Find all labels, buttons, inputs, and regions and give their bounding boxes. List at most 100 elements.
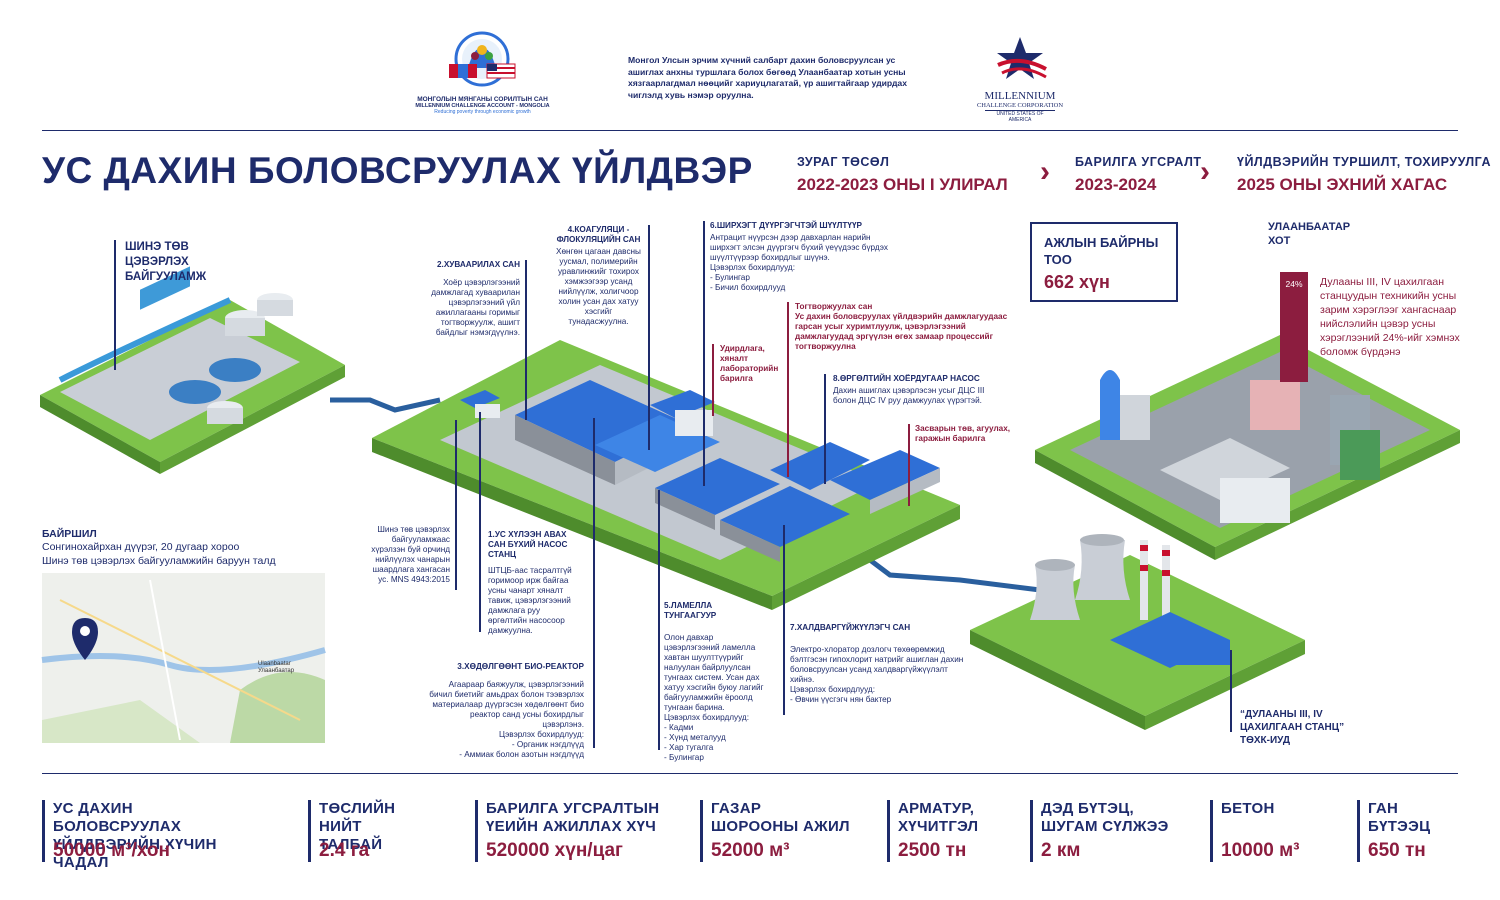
stat-earthwork: ГАЗАР ШОРООНЫ АЖИЛ 52000 м³ [700, 800, 850, 862]
step-1-title: 1.УС ХҮЛЭЭН АВАХ САН БҮХИЙ НАСОС СТАНЦ [488, 530, 568, 559]
location-line1: Сонгинохайрхан дүүрэг, 20 дугаар хороо [42, 541, 240, 553]
step-5-item: - Хар тугалга [664, 743, 714, 752]
step-5: 5.ЛАМЕЛЛА ТУНГААГУУР Олон давхар цэвэрлэ… [664, 601, 764, 763]
repair-center-leader [908, 424, 910, 506]
stat-concrete-label: БЕТОН [1221, 800, 1275, 817]
step-7-title: 7.ХАЛДВАРГҮЙЖҮҮЛЭГЧ САН [790, 623, 911, 632]
step-6-leader [703, 221, 705, 486]
step-6-title: 6.ШИРХЭГТ ДҮҮРГЭГЧТЭЙ ШҮҮЛТҮҮР [710, 221, 862, 230]
power-station-leader [1230, 650, 1232, 732]
mcc-star-icon [997, 37, 1047, 79]
step-3-title: 3.ХӨДӨЛГӨӨНТ БИО-РЕАКТОР [457, 662, 584, 671]
step-6-item: - Бичил бохирдлууд [710, 283, 786, 292]
city-percent-bar: 24% [1280, 272, 1308, 382]
step-4: 4.КОАГУЛЯЦИ - ФЛОКУЛЯЦИЙН САН Хөнгөн цаг… [555, 225, 642, 327]
control-building-leader [712, 344, 714, 416]
phase-testing-label: ҮЙЛДВЭРИЙН ТУРШИЛТ, ТОХИРУУЛГА [1237, 155, 1491, 169]
storage-tank-leader [787, 302, 789, 477]
header-divider [42, 130, 1458, 131]
step-6-item: - Булингар [710, 273, 750, 282]
jobs-value: 662 хүн [1044, 272, 1110, 292]
step-3: 3.ХӨДӨЛГӨӨНТ БИО-РЕАКТОР Агаараар баяжуу… [428, 662, 584, 760]
city-label: УЛААНБААТАР ХОТ [1268, 221, 1351, 247]
mca-emblem-icon [449, 31, 516, 87]
pipe [330, 397, 441, 413]
chevron-right-icon: › [1200, 155, 1210, 188]
location-line2: Шинэ төв цэвэрлэх байгууламжийн баруун т… [42, 555, 276, 567]
mcc-name-line1: MILLENNIUM [984, 90, 1056, 102]
step-7-item: - Өвчин үүсгэгч нян бактер [790, 695, 892, 704]
mcc-country: UNITED STATES OF AMERICA [985, 110, 1055, 123]
step-1-text: ШТЦБ-аас тасралтгүй горимоор ирж байгаа … [488, 566, 572, 635]
central-treatment-plant-illustration [40, 266, 345, 474]
step-4-title: 4.КОАГУЛЯЦИ - ФЛОКУЛЯЦИЙН САН [556, 225, 641, 244]
step-5-sub: Цэвэрлэх бохирдлууд: [664, 713, 749, 722]
jobs-box: АЖЛЫН БАЙРНЫ ТОО 662 хүн [1030, 222, 1178, 302]
power-station-illustration [970, 534, 1305, 730]
stat-labor-label: БАРИЛГА УГСРАЛТЫН ҮЕИЙН АЖИЛЛАХ ХҮЧ [486, 800, 660, 835]
step-5-item: - Булингар [664, 753, 704, 762]
stat-area-label: ТӨСЛИЙН НИЙТ ТАЛБАЙ [319, 800, 396, 853]
map-pin-icon [72, 618, 98, 660]
step-5-items: - Кадми - Хүнд металууд - Хар тугалга - … [664, 723, 764, 763]
phase-testing: ҮЙЛДВЭРИЙН ТУРШИЛТ, ТОХИРУУЛГА 2025 ОНЫ … [1237, 155, 1491, 195]
map-label-mn: Улаанбаатар [258, 668, 295, 674]
phase-construction-value: 2023-2024 [1075, 175, 1157, 194]
step-3-leader [593, 418, 595, 748]
step-4-leader [648, 225, 650, 450]
phase-construction: БАРИЛГА УГСРАЛТ 2023-2024 [1075, 155, 1201, 195]
step-5-leader [658, 490, 660, 750]
stat-labor: БАРИЛГА УГСРАЛТЫН ҮЕИЙН АЖИЛЛАХ ХҮЧ 5200… [475, 800, 660, 862]
stat-infrastructure: ДЭД БҮТЭЦ, ШУГАМ СҮЛЖЭЭ 2 км [1030, 800, 1170, 862]
stat-steel-value: 650 тн [1368, 840, 1426, 861]
central-plant-leader [114, 240, 116, 370]
step-8-leader [824, 374, 826, 484]
page-title: УС ДАХИН БОЛОВСРУУЛАХ ҮЙЛДВЭР [42, 150, 753, 191]
mcc-name-line2: CHALLENGE CORPORATION [976, 102, 1064, 109]
city-percent: 24% [1285, 279, 1303, 289]
stat-earthwork-value: 52000 м³ [711, 840, 790, 861]
storage-tank: Тогтворжуулах сан Ус дахин боловсруулах … [795, 302, 1015, 352]
step-2-title: 2.ХУВААРИЛАХ САН [437, 260, 520, 269]
inlet-leader [455, 420, 457, 590]
phase-design-label: ЗУРАГ ТӨСӨЛ [797, 155, 890, 169]
step-2-leader [525, 260, 527, 420]
pipe [868, 558, 1041, 593]
step-7: 7.ХАЛДВАРГҮЙЖҮҮЛЭГЧ САН Электро-хлоратор… [790, 623, 965, 705]
phase-design-value: 2022-2023 ОНЫ I УЛИРАЛ [797, 175, 1008, 194]
ulaanbaatar-city-illustration [1035, 335, 1460, 560]
footer-divider [42, 773, 1458, 774]
step-6: 6.ШИРХЭГТ ДҮҮРГЭГЧТЭЙ ШҮҮЛТҮҮР Антрацит … [710, 221, 900, 293]
inlet-note: Шинэ төв цэвэрлэх байгууламжаас хүрэлзэн… [371, 525, 450, 584]
mca-logo: МОНГОЛЫН МЯНГАНЫ СОРИЛТЫН САН MILLENNIUM… [405, 30, 560, 120]
mca-name-mn: МОНГОЛЫН МЯНГАНЫ СОРИЛТЫН САН [417, 96, 548, 103]
power-station-label: “ДУЛААНЫ III, IV ЦАХИЛГААН СТАНЦ” ТӨХК-И… [1240, 709, 1345, 746]
intro-text: Монгол Улсын эрчим хүчний салбарт дахин … [628, 55, 907, 100]
step-3-item: - Органик нэгдлүүд [511, 740, 584, 749]
storage-tank-title: Тогтворжуулах сан [795, 302, 873, 311]
step-7-sub: Цэвэрлэх бохирдлууд: [790, 685, 875, 694]
step-5-text: Олон давхар цэвэрлэгээний ламелла хавтан… [664, 633, 764, 712]
step-3-text: Агаараар баяжуулж, цэвэрлэгээний бичил б… [429, 680, 584, 729]
jobs-label: АЖЛЫН БАЙРНЫ ТОО [1044, 235, 1159, 267]
step-7-text: Электро-хлоратор дозлогч төхөөрөмжид бэл… [790, 645, 964, 684]
step-3-sub: Цэвэрлэх бохирдлууд: [499, 730, 584, 739]
stat-rebar: АРМАТУР, ХҮЧИТГЭЛ 2500 тн [887, 800, 997, 862]
phase-construction-label: БАРИЛГА УГСРАЛТ [1075, 155, 1202, 169]
step-5-item: - Хүнд металууд [664, 733, 726, 742]
stat-steel: ГАН БҮТЭЭЦ 650 тн [1357, 800, 1462, 862]
step-2: 2.ХУВААРИЛАХ САН Хоёр цэвэрлэгээний дамж… [425, 260, 520, 338]
stat-steel-label: ГАН БҮТЭЭЦ [1368, 800, 1431, 835]
step-7-leader [783, 525, 785, 715]
storage-tank-text: Ус дахин боловсруулах үйлдвэрийн дамжлаг… [795, 312, 1008, 351]
control-building-label: Удирдлага, хяналт лабораторийн барилга [720, 344, 779, 383]
stat-rebar-value: 2500 тн [898, 840, 967, 861]
location-label: БАЙРШИЛ [42, 528, 97, 540]
step-4-text: Хөнгөн цагаан давсны уусмал, полимерийн … [556, 247, 641, 326]
step-3-item: - Аммиак болон азотын нэгдлүүд [459, 750, 584, 759]
stat-earthwork-label: ГАЗАР ШОРООНЫ АЖИЛ [711, 800, 850, 835]
step-6-items: - Булингар - Бичил бохирдлууд [710, 273, 900, 293]
step-8: 8.ӨРГӨЛТИЙН ХОЁРДУГААР НАСОС Дахин ашигл… [833, 374, 1003, 406]
stat-capacity-value: 50000 м³/хон [53, 840, 170, 861]
